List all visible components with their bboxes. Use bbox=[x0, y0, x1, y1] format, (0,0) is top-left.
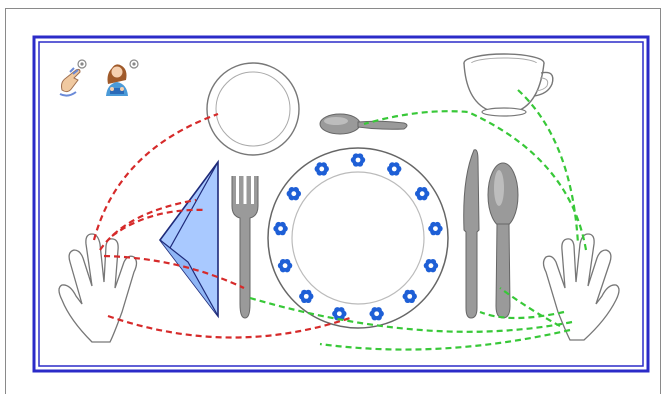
flower-icon bbox=[350, 153, 366, 167]
plate-flowers bbox=[273, 153, 443, 321]
flower-icon bbox=[414, 187, 430, 201]
hand-sound-icon[interactable] bbox=[59, 59, 87, 97]
left-hand-icon bbox=[58, 233, 138, 343]
spoon-icon bbox=[487, 162, 519, 319]
flower-icon bbox=[428, 221, 443, 236]
flower-icon bbox=[299, 289, 314, 304]
bread-plate-icon bbox=[206, 62, 300, 156]
flower-icon bbox=[314, 162, 329, 176]
right-hand-icon bbox=[542, 233, 620, 341]
cup-icon bbox=[463, 53, 554, 117]
flower-icon bbox=[277, 258, 293, 273]
flower-icon bbox=[423, 258, 439, 273]
flower-icon bbox=[286, 187, 302, 201]
flower-icon bbox=[402, 289, 417, 304]
outer-frame bbox=[5, 8, 661, 394]
flower-icon bbox=[369, 307, 384, 321]
flower-icon bbox=[387, 162, 402, 176]
fork-icon bbox=[231, 176, 259, 319]
plate-icon bbox=[267, 147, 449, 329]
person-sound-icon[interactable] bbox=[106, 59, 139, 96]
knife-icon bbox=[463, 149, 480, 319]
flower-icon bbox=[273, 221, 288, 236]
spoon-icon bbox=[319, 113, 408, 135]
left-hand-paths bbox=[92, 112, 351, 339]
right-hand-paths bbox=[249, 89, 588, 351]
